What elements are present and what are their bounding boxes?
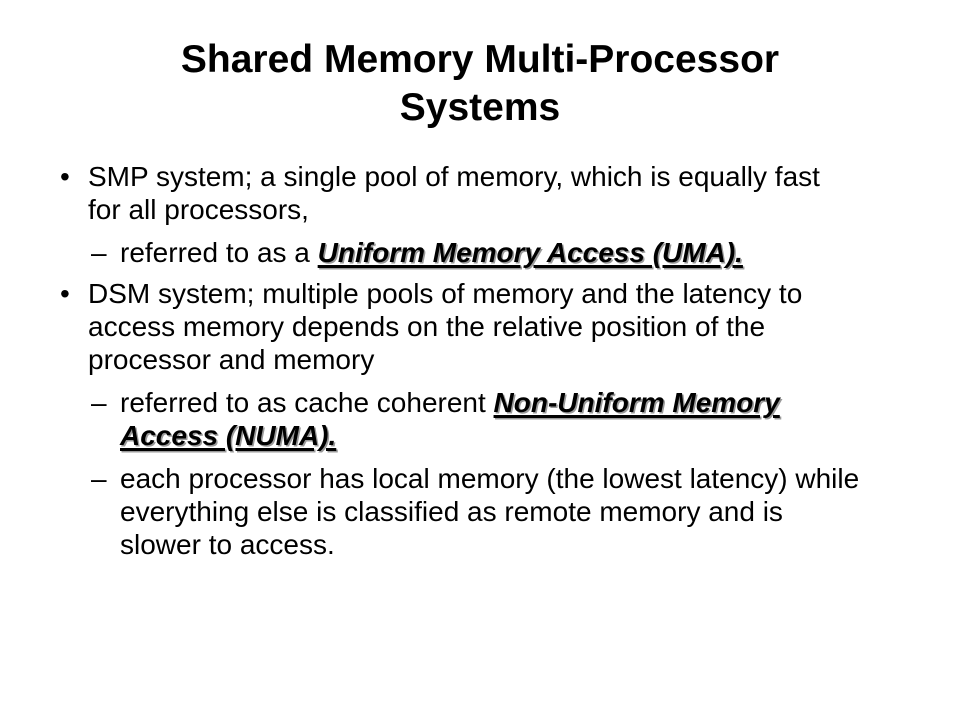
dash-marker: – (91, 237, 107, 268)
bullet-smp: • SMP system; a single pool of memory, w… (0, 160, 960, 226)
sub-bullet-text: referred to as a (120, 237, 318, 268)
uma-term: Uniform Memory Access (UMA). (317, 237, 743, 268)
title-line-1: Shared Memory Multi-Processor (180, 38, 780, 81)
sub-bullet-uma: – referred to as a Uniform Memory Access… (0, 236, 960, 269)
dash-marker: – (91, 463, 107, 494)
bullet-dsm: • DSM system; multiple pools of memory a… (0, 277, 960, 376)
bullet-text: DSM system; multiple pools of memory and… (88, 278, 803, 375)
sub-bullet-text: each processor has local memory (the low… (120, 463, 860, 560)
dash-marker: – (91, 387, 107, 418)
title-line-2: Systems (399, 86, 561, 129)
numa-term: Non-Uniform Memory Access (NUMA). (120, 387, 780, 451)
slide-title: Shared Memory Multi-Processor Systems (0, 36, 960, 132)
sub-bullet-text: referred to as cache coherent (120, 387, 494, 418)
bullet-text: SMP system; a single pool of memory, whi… (88, 161, 820, 225)
sub-bullet-numa: – referred to as cache coherent Non-Unif… (0, 386, 960, 452)
slide-body: • SMP system; a single pool of memory, w… (0, 160, 960, 561)
bullet-marker: • (60, 161, 70, 192)
bullet-marker: • (60, 278, 70, 309)
sub-bullet-local-memory: – each processor has local memory (the l… (0, 462, 960, 561)
